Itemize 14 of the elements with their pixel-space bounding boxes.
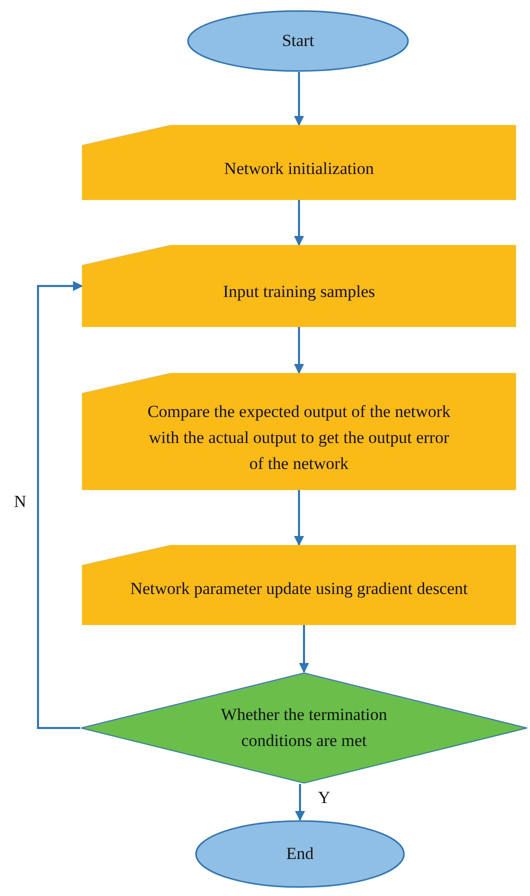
arrow bbox=[294, 327, 304, 374]
arrow bbox=[294, 200, 304, 246]
node-text: End bbox=[286, 843, 314, 865]
arrow bbox=[294, 490, 304, 546]
node-text: Network initialization bbox=[224, 158, 374, 180]
arrow bbox=[295, 784, 305, 821]
node-text: Compare the expected output of the network with the actual output to get the output error of the network bbox=[146, 400, 452, 474]
arrow bbox=[294, 72, 304, 126]
arrow bbox=[299, 625, 309, 673]
node-text: Start bbox=[282, 30, 314, 52]
arrow bbox=[37, 281, 83, 729]
node-text: Whether the termination conditions are met bbox=[220, 704, 388, 752]
node-text: Input training samples bbox=[222, 281, 376, 303]
node-text: Network parameter update using gradient descent bbox=[130, 578, 468, 600]
